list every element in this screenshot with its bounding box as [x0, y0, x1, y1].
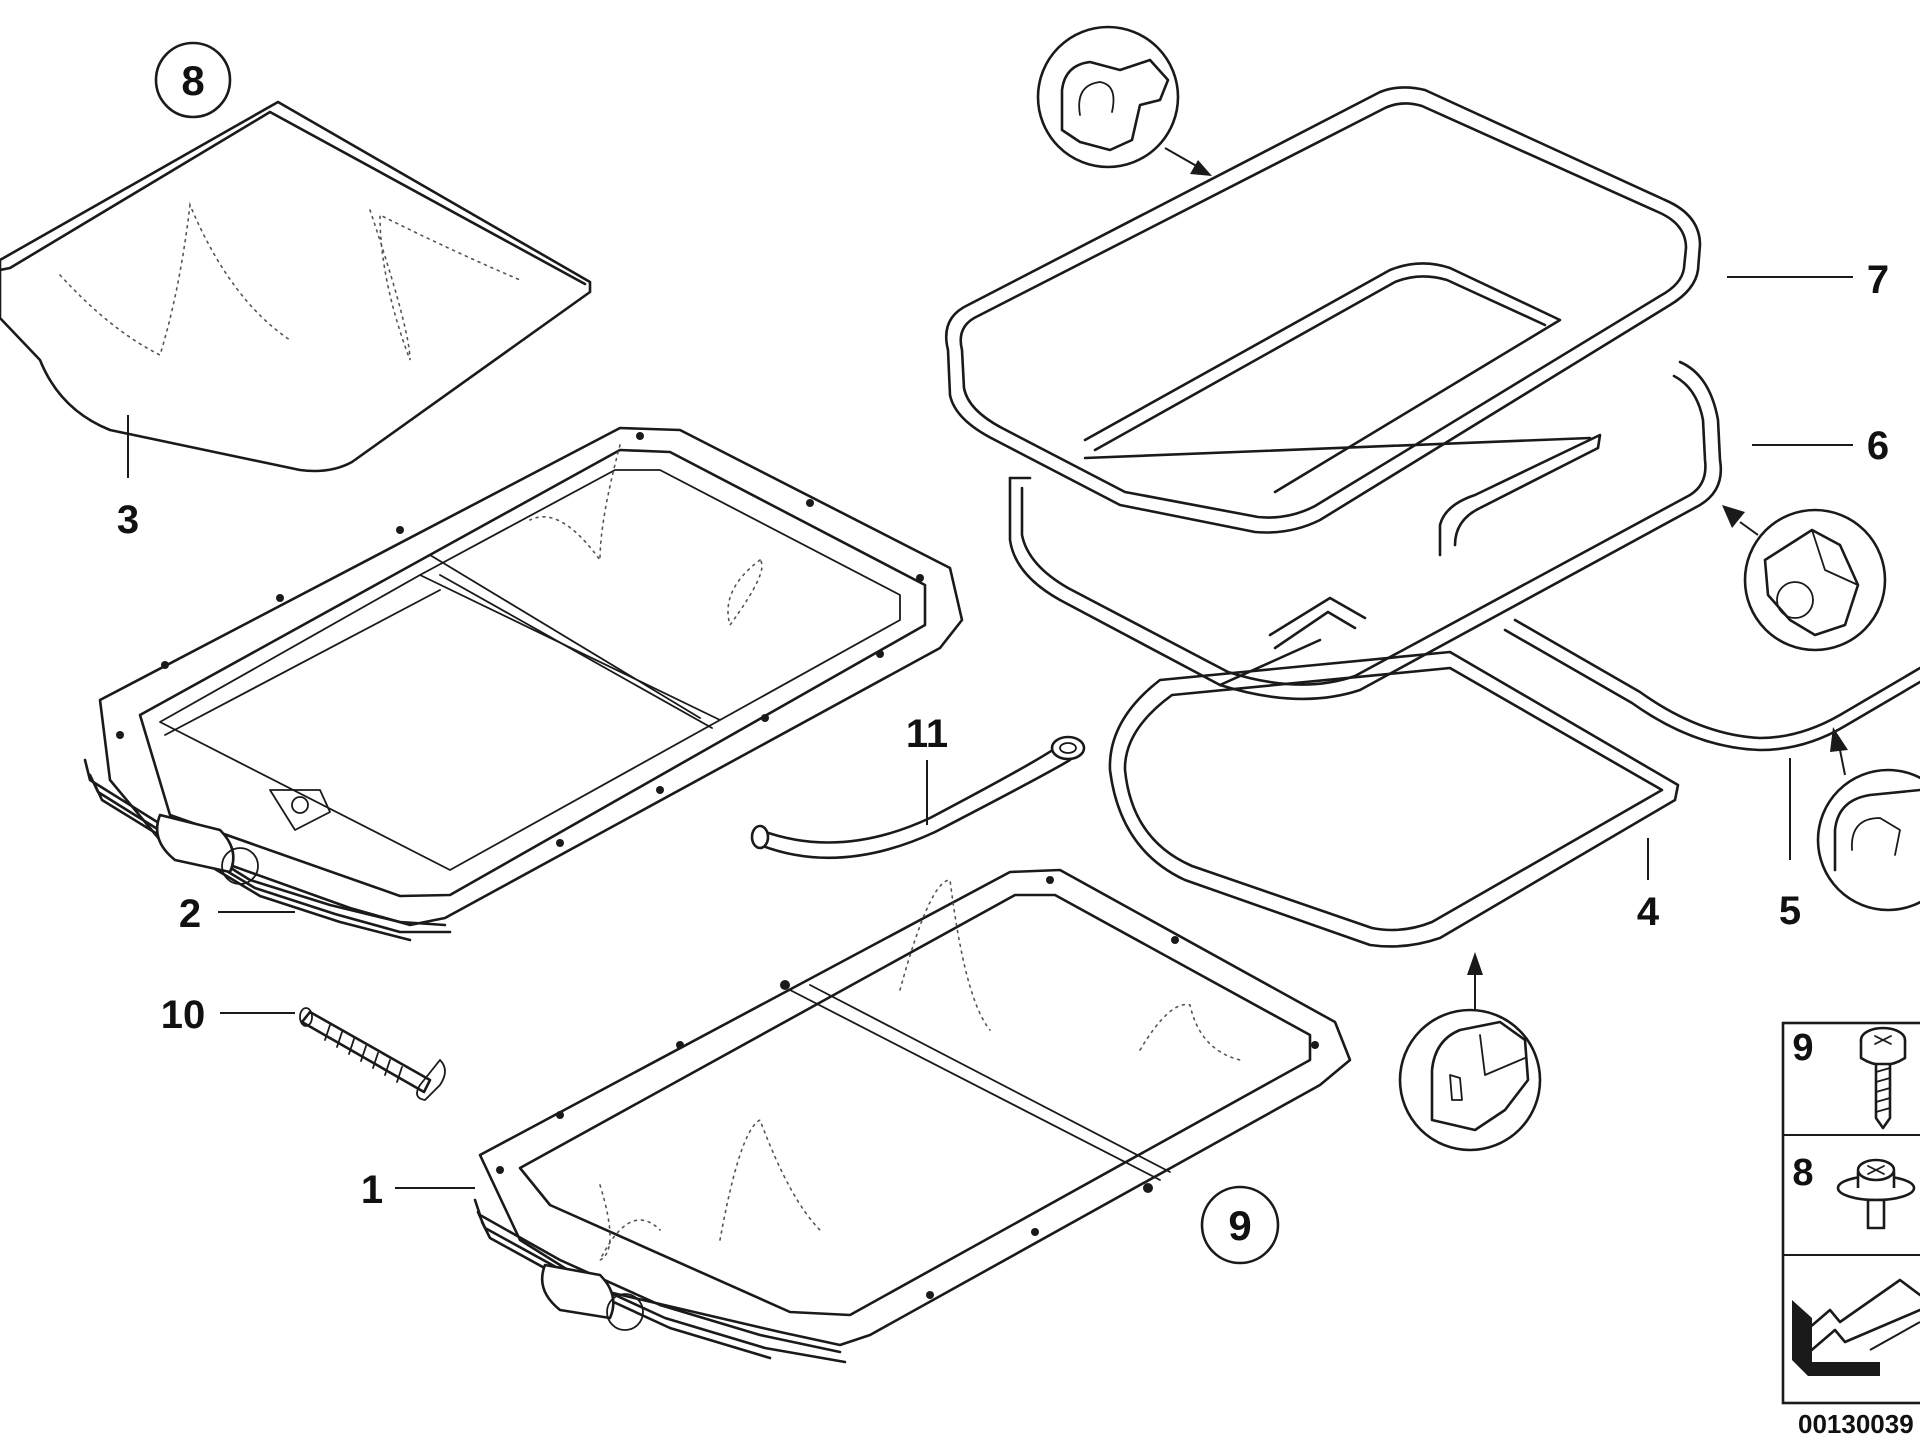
circled-label-8-text: 8: [181, 57, 204, 104]
circled-label-9-text: 9: [1228, 1202, 1251, 1249]
part-1-sunroof-cassette: [473, 868, 1352, 1364]
callout-4: 4: [1637, 890, 1660, 934]
part-3-headliner-panel: [0, 100, 592, 473]
part-11-drain-hose: [750, 735, 1086, 860]
callout-3: 3: [117, 498, 139, 542]
part-2-sunroof-frame: [83, 426, 964, 942]
callout-2: 2: [179, 892, 201, 936]
seal-profile-detail-icon: [1722, 505, 1887, 652]
callout-7: 7: [1867, 258, 1889, 302]
part-number: 00130039: [1798, 1409, 1914, 1439]
seal-profile-detail-icon: [1816, 727, 1920, 912]
callout-6: 6: [1867, 424, 1889, 468]
legend-screw-label: 9: [1792, 1027, 1813, 1069]
circled-label-8: 8: [154, 41, 232, 119]
part-7-outer-seal: [944, 86, 1702, 534]
part-10-spring-pin: [299, 1007, 446, 1101]
fastener-legend: 9 8: [1781, 1021, 1920, 1405]
legend-nut-label: 8: [1792, 1152, 1813, 1194]
callout-5: 5: [1779, 889, 1801, 933]
callout-1: 1: [361, 1168, 383, 1212]
direction-arrow-icon: [1792, 1278, 1920, 1376]
screw-icon: [1859, 1026, 1907, 1130]
part-5-seal-strip: [1503, 618, 1920, 752]
seal-profile-detail-icon: [1398, 952, 1542, 1152]
callout-10: 10: [161, 993, 206, 1037]
circled-label-9: 9: [1200, 1185, 1280, 1265]
nut-icon: [1836, 1158, 1916, 1230]
seal-profile-detail-icon: [1036, 25, 1212, 176]
callout-11: 11: [906, 712, 948, 756]
part-4-inner-seal: [1108, 650, 1680, 948]
part-6-middle-seal: [1008, 360, 1723, 701]
